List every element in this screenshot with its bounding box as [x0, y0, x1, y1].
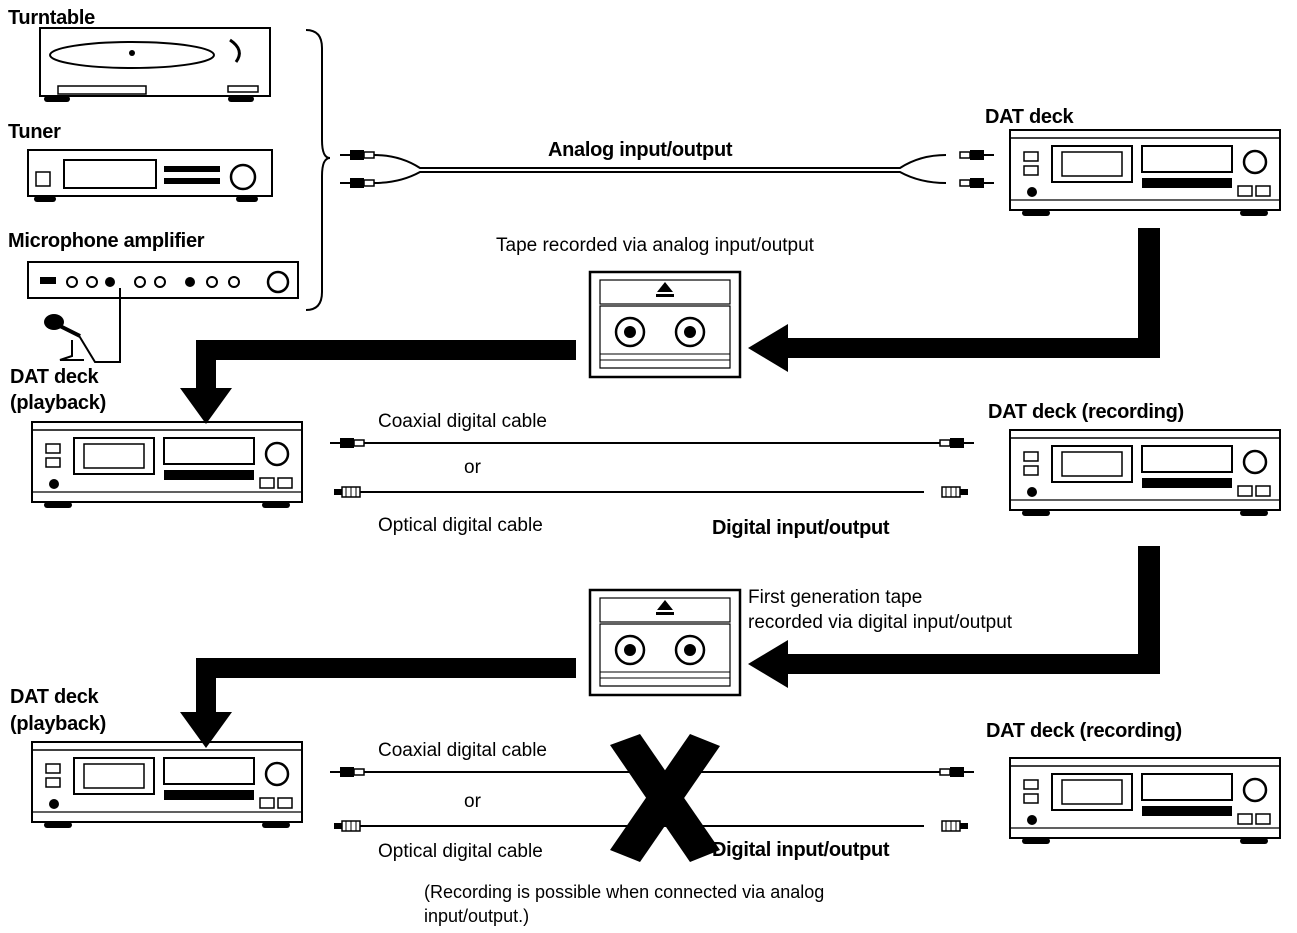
cassette-first-generation-icon [588, 588, 742, 697]
dat-deck-top-device [1008, 128, 1282, 218]
label-tape-first-generation-b: recorded via digital input/output [748, 612, 1013, 633]
label-turntable: Turntable [8, 7, 95, 29]
label-digital-io-2: Digital input/output [712, 839, 890, 861]
label-optical-2: Optical digital cable [378, 841, 543, 862]
dat-deck-recording-2-device [1008, 756, 1282, 846]
turntable-device [39, 27, 271, 102]
label-microphone-amplifier: Microphone amplifier [8, 230, 205, 252]
digital-cables-1 [329, 437, 975, 498]
label-analog-input-output: Analog input/output [548, 139, 733, 161]
label-or-1: or [464, 457, 481, 478]
label-coaxial-2: Coaxial digital cable [378, 740, 547, 761]
dat-deck-playback-1-device [30, 420, 304, 510]
label-dat-deck-recording-2: DAT deck (recording) [986, 720, 1182, 742]
source-brace [305, 29, 331, 311]
label-tape-first-generation-a: First generation tape [748, 587, 923, 608]
prohibited-x-icon [610, 734, 720, 862]
dat-deck-playback-2-device [30, 740, 304, 830]
label-coaxial-1: Coaxial digital cable [378, 411, 547, 432]
cassette-analog-icon [588, 270, 742, 379]
dat-deck-recording-1-device [1008, 428, 1282, 518]
label-tape-analog: Tape recorded via analog input/output [496, 235, 814, 256]
tuner-device [27, 149, 273, 202]
label-dat-deck-playback-1-a: DAT deck [10, 366, 99, 388]
label-tuner: Tuner [8, 121, 61, 143]
label-optical-1: Optical digital cable [378, 515, 543, 536]
label-dat-deck-playback-2-a: DAT deck [10, 686, 99, 708]
label-digital-io-1: Digital input/output [712, 517, 890, 539]
label-note: (Recording is possible when connected vi… [424, 882, 825, 926]
label-dat-deck-playback-1-b: (playback) [10, 392, 106, 414]
microphone-amplifier-device [27, 261, 299, 299]
analog-cable [339, 149, 995, 189]
label-dat-deck-playback-2-b: (playback) [10, 713, 106, 735]
label-or-2: or [464, 791, 481, 812]
label-dat-deck-recording-1: DAT deck (recording) [988, 401, 1184, 423]
label-dat-deck-top: DAT deck [985, 106, 1074, 128]
microphone-icon [44, 288, 121, 363]
flow-arrows [180, 228, 1160, 748]
